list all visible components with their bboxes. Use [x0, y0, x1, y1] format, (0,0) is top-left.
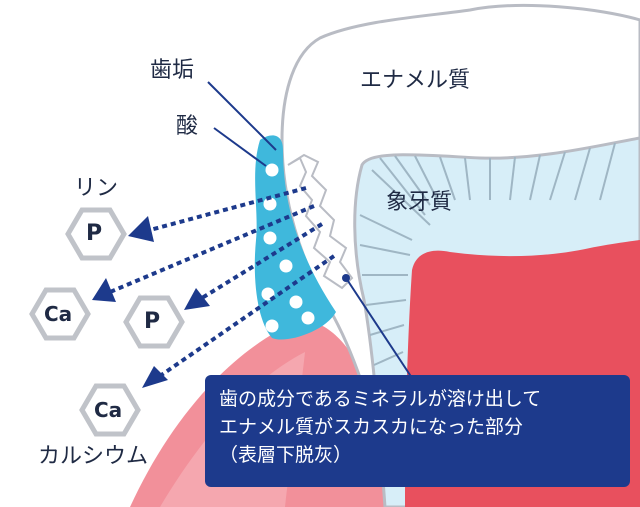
demineralized-leader-line — [345, 277, 413, 379]
acid-dot — [265, 319, 279, 333]
enamel-label: エナメル質 — [360, 68, 471, 93]
arrowhead — [184, 288, 210, 310]
arrow-line — [200, 222, 324, 300]
plaque-leader-line — [207, 81, 277, 151]
arrowhead — [92, 278, 116, 302]
dentinal-tubules — [359, 142, 616, 456]
phosphorus-hexagon — [65, 207, 127, 261]
acid-dot — [289, 295, 303, 309]
ion-hexagons — [29, 207, 185, 437]
dentin-label: 象牙質 — [386, 190, 453, 215]
calcium-hexagon — [29, 287, 91, 341]
acid-leader-line — [213, 127, 267, 167]
ion-ca-label: Ca — [94, 398, 123, 422]
acid-label: 酸 — [176, 114, 199, 139]
arrowhead — [128, 216, 154, 242]
ion-p-label: P — [144, 309, 161, 334]
plaque-layer — [254, 135, 336, 340]
acid-dot — [263, 231, 277, 245]
acid-dot — [265, 163, 279, 177]
ion-ca-label: Ca — [44, 302, 73, 326]
calcium-hexagon — [79, 383, 141, 437]
demineralization-callout: 歯の成分であるミネラルが溶け出して エナメル質がスカスカになった部分 （表層下脱… — [205, 375, 630, 487]
plaque-label: 歯垢 — [150, 58, 195, 83]
acid-dot — [301, 311, 315, 325]
callout-line: 歯の成分であるミネラルが溶け出して — [219, 388, 542, 410]
arrow-line — [109, 204, 315, 294]
ion-p-label: P — [86, 221, 103, 246]
callout-line: エナメル質がスカスカになった部分 — [219, 416, 524, 438]
calcium-label: カルシウム — [38, 444, 149, 469]
demineralized-leader-dot — [342, 274, 350, 282]
acid-dot — [279, 259, 293, 273]
callout-line: （表層下脱灰） — [219, 444, 353, 466]
acid-dot — [263, 197, 277, 211]
acid-dots — [261, 163, 315, 333]
phosphorus-hexagon — [123, 295, 185, 349]
arrowhead — [142, 366, 168, 388]
phosphorus-label: リン — [74, 176, 119, 201]
arrowheads — [92, 216, 210, 388]
mineral-release-arrows — [109, 186, 336, 378]
